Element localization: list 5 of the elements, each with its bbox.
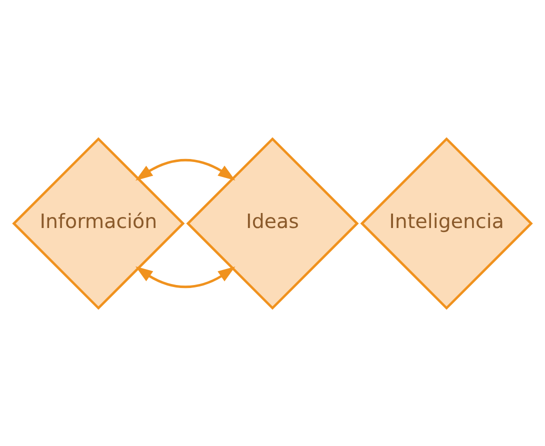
node-diamond: Información	[12, 136, 185, 310]
node-diamond: Ideas	[186, 136, 359, 310]
arrow	[136, 266, 236, 288]
node-diamond: Inteligencia	[360, 136, 533, 310]
arrow	[136, 158, 236, 180]
